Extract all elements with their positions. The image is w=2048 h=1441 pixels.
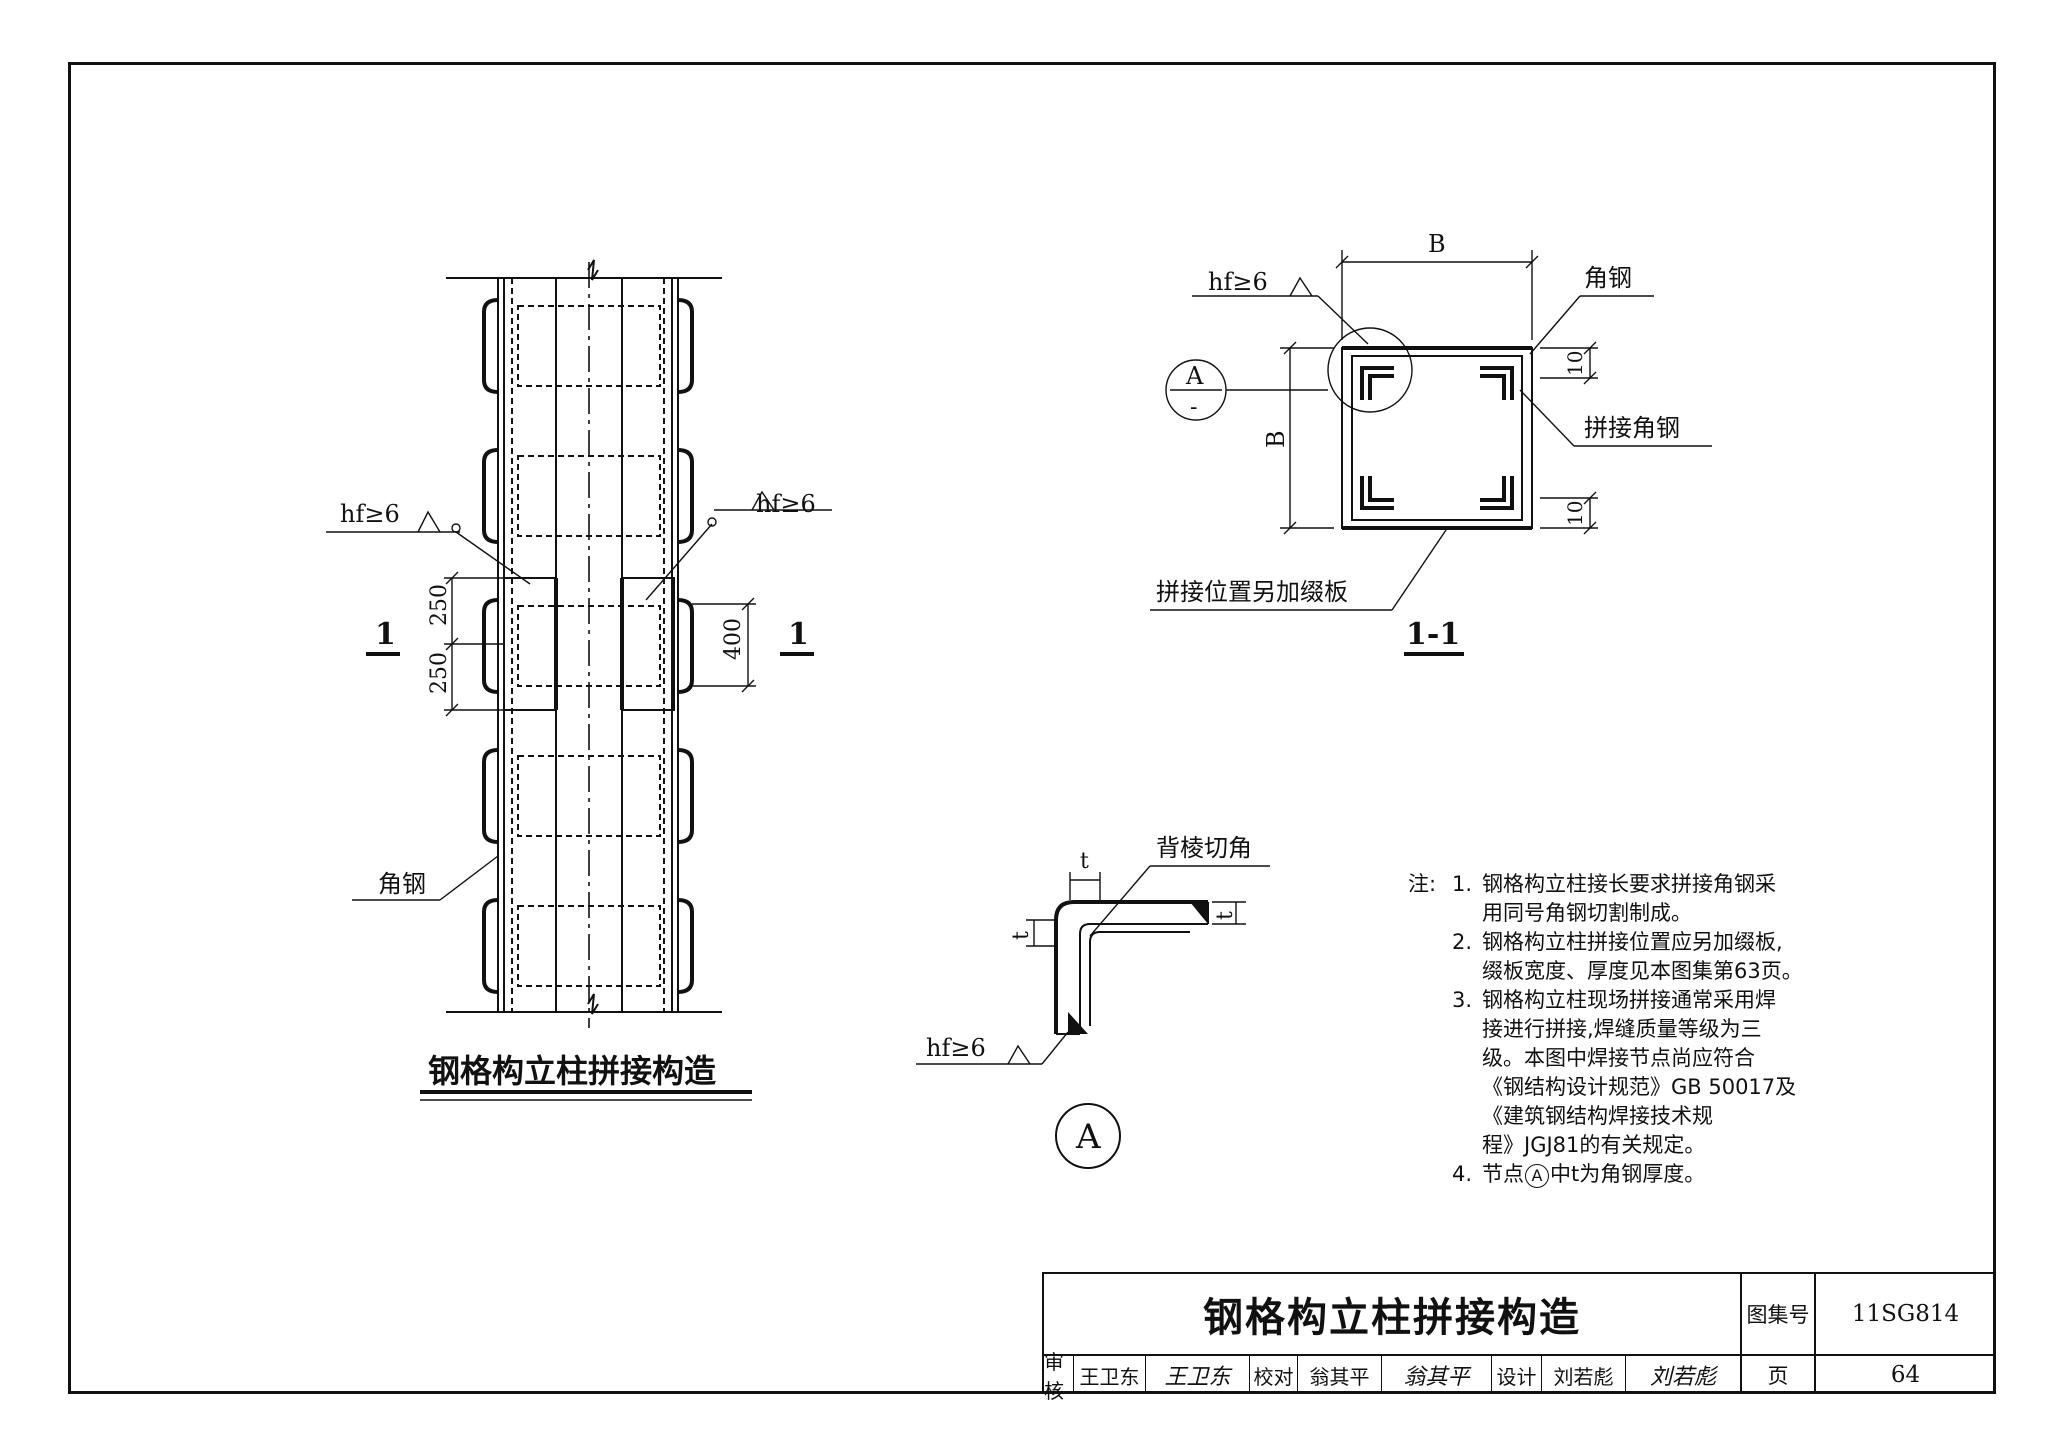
signature-row: 审核 王卫东 王卫东 校对 翁其平 翁其平 设计 刘若彪 刘若彪 bbox=[1044, 1350, 1742, 1403]
designer-name: 刘若彪 bbox=[1542, 1356, 1626, 1394]
section-weld-label: hf≥6 bbox=[1208, 268, 1268, 296]
dim-10-top: 10 bbox=[1563, 351, 1587, 376]
section-title: 1-1 bbox=[1406, 617, 1460, 652]
section-dim-b-top: B bbox=[1428, 230, 1446, 258]
review-label: 审核 bbox=[1044, 1350, 1074, 1403]
check-label: 校对 bbox=[1250, 1356, 1298, 1394]
weld-label-left: hf≥6 bbox=[340, 500, 400, 528]
section-angle-label: 角钢 bbox=[1584, 264, 1632, 292]
section-dim-b-left: B bbox=[1262, 430, 1290, 448]
note-number: 1. bbox=[1452, 872, 1473, 896]
notes-prefix: 注: bbox=[1408, 872, 1437, 896]
detail-t-right: t bbox=[1213, 911, 1238, 920]
dim-250-top: 250 bbox=[427, 584, 452, 626]
notes-block: 注: 1. 钢格构立柱接长要求拼接角钢采 用同号角钢切割制成。 2. 钢格构立柱… bbox=[1408, 870, 1908, 1189]
splice-angle-label: 拼接角钢 bbox=[1584, 414, 1680, 442]
reviewer-signature: 王卫东 bbox=[1146, 1356, 1250, 1394]
note-text: 钢格构立柱现场拼接通常采用焊 接进行拼接,焊缝质量等级为三 级。本图中焊接节点尚… bbox=[1482, 988, 1797, 1157]
note-number: 3. bbox=[1452, 988, 1473, 1012]
batten-label: 拼接位置另加缀板 bbox=[1156, 578, 1348, 606]
designer-signature: 刘若彪 bbox=[1649, 1365, 1716, 1390]
detail-ref-letter: A bbox=[1185, 362, 1204, 390]
atlas-number: 11SG814 bbox=[1816, 1274, 1995, 1356]
detail-ref-dash: - bbox=[1190, 395, 1197, 420]
dim-250-bottom: 250 bbox=[427, 652, 452, 694]
note-1: 注: 1. 钢格构立柱接长要求拼接角钢采 用同号角钢切割制成。 bbox=[1408, 870, 1908, 928]
section-mark-left: 1 bbox=[375, 617, 396, 652]
elevation-title: 钢格构立柱拼接构造 bbox=[428, 1052, 716, 1090]
checker-name: 翁其平 bbox=[1298, 1356, 1382, 1394]
title-block: 钢格构立柱拼接构造 图集号 11SG814 审核 王卫东 王卫东 校对 翁其平 … bbox=[1042, 1272, 1995, 1403]
detail-weld-label: hf≥6 bbox=[926, 1034, 986, 1062]
page-label: 页 bbox=[1742, 1356, 1816, 1394]
drawing-frame bbox=[68, 62, 1996, 1394]
reviewer-name: 王卫东 bbox=[1074, 1356, 1146, 1394]
section-mark-right: 1 bbox=[788, 617, 809, 652]
note-number: 2. bbox=[1452, 930, 1473, 954]
section-1-1: B B hf≥6 角钢 拼接角钢 拼接位置另加缀板 10 10 A - 1-1 bbox=[1150, 230, 1712, 656]
detail-a-letter: A bbox=[1075, 1117, 1101, 1157]
page-number: 64 bbox=[1890, 1362, 1921, 1388]
detail-t-top: t bbox=[1080, 849, 1089, 874]
detail-a: 背棱切角 t t t hf≥6 A bbox=[916, 834, 1270, 1169]
drawing-title: 钢格构立柱拼接构造 bbox=[1044, 1274, 1742, 1356]
dim-10-bottom: 10 bbox=[1563, 501, 1587, 526]
note-3: 3. 钢格构立柱现场拼接通常采用焊 接进行拼接,焊缝质量等级为三 级。本图中焊接… bbox=[1408, 986, 1908, 1160]
weld-label-right: hf≥6 bbox=[756, 490, 816, 518]
checker-signature: 翁其平 bbox=[1382, 1356, 1492, 1394]
atlas-label: 图集号 bbox=[1742, 1274, 1816, 1356]
note-2: 2. 钢格构立柱拼接位置应另加缀板, 缀板宽度、厚度见本图集第63页。 bbox=[1408, 928, 1908, 986]
design-label: 设计 bbox=[1492, 1356, 1542, 1394]
angle-label-elevation: 角钢 bbox=[378, 870, 426, 898]
note-text: 钢格构立柱接长要求拼接角钢采 用同号角钢切割制成。 bbox=[1482, 872, 1776, 925]
chamfer-label: 背棱切角 bbox=[1156, 834, 1252, 862]
dim-400: 400 bbox=[721, 618, 746, 660]
circled-a-icon: A bbox=[1525, 1164, 1549, 1188]
column-elevation: hf≥6 hf≥6 250 250 400 1 1 角钢 钢格构立柱拼接构造 bbox=[326, 259, 832, 1101]
note-number: 4. bbox=[1452, 1162, 1473, 1186]
detail-t-left: t bbox=[1009, 931, 1034, 940]
note-text: 钢格构立柱拼接位置应另加缀板, 缀板宽度、厚度见本图集第63页。 bbox=[1482, 930, 1803, 983]
